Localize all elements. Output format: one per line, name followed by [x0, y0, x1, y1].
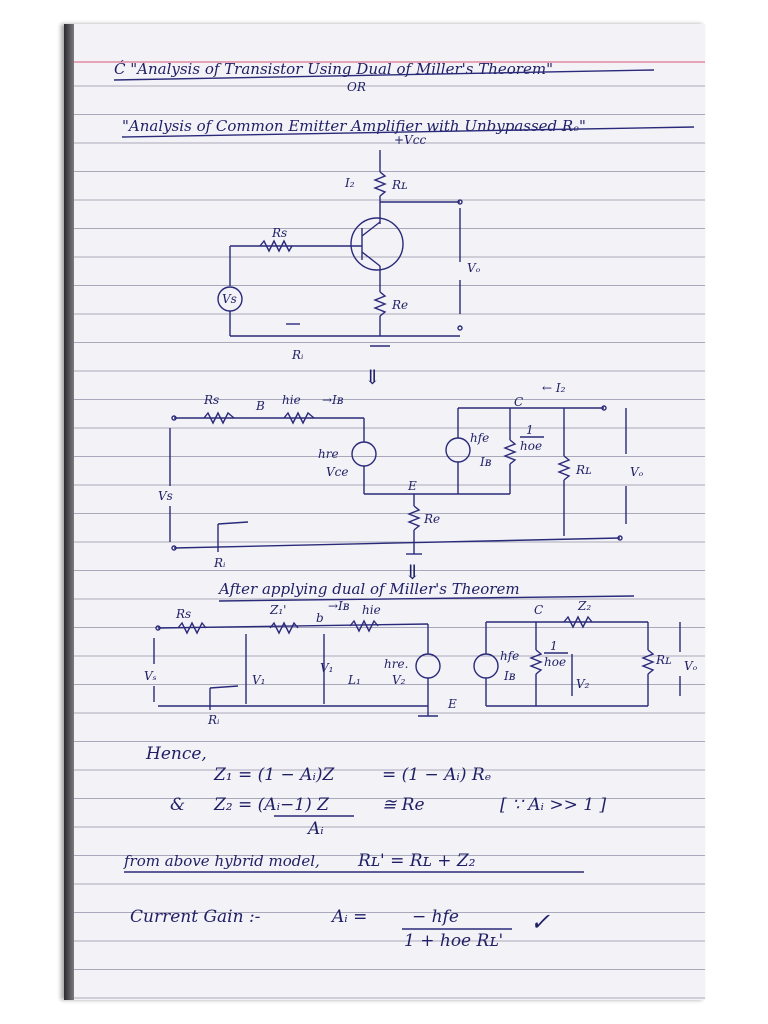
resistor-z2 [563, 615, 593, 629]
from-line: from above hybrid model, [123, 852, 320, 870]
or-text: OR [347, 80, 366, 94]
rl2-label: Rʟ [575, 463, 592, 477]
b3-label: b [316, 611, 324, 625]
e-label: E [407, 479, 417, 493]
hfe3-label: hfe [500, 649, 519, 663]
rl-prime-eq: Rʟ' = Rʟ + Z₂ [357, 851, 476, 871]
source-hre-vce [351, 441, 377, 467]
eq1-right: = (1 − Aᵢ) Rₑ [382, 765, 491, 785]
v1b-label: V₁ [320, 661, 333, 675]
notebook-page: Ć "Analysis of Transistor Using Dual of … [64, 24, 705, 1000]
gain-denominator: 1 + hoe Rʟ' [404, 931, 503, 951]
resistor-rs-3 [177, 621, 207, 635]
z2-label: Z₂ [577, 599, 591, 613]
vo-label: Vₒ [467, 261, 481, 275]
eq1-left: Z₁ = (1 − Aᵢ)Z [213, 765, 336, 785]
resistor-rl [373, 171, 387, 197]
i2-label: I₂ [344, 176, 355, 190]
ruled-lines [74, 61, 705, 999]
hoe3-denominator: hoe [544, 655, 566, 669]
vo2-label: Vₒ [630, 465, 644, 479]
ri2-label: Rᵢ [213, 556, 226, 570]
vcc-label: +Vcc [394, 133, 426, 147]
vs3-label: Vₛ [144, 669, 157, 683]
rl-label: Rʟ [391, 178, 408, 192]
circuit-2-hybrid-model: Rs B hie →Iʙ hre Vce C ← I₂ hfe Iʙ 1 hoe [158, 381, 644, 584]
hoe-denominator: hoe [520, 439, 542, 453]
transistor-symbol [350, 217, 404, 271]
hre-label: hre [318, 447, 339, 461]
c-label: C [514, 395, 523, 409]
down-arrow-1: ⇓ [364, 365, 381, 389]
ib2-label: Iʙ [479, 455, 492, 469]
check-mark: ✓ [530, 908, 550, 936]
hie-label: hie [282, 393, 301, 407]
circuit-3-dual-miller: Rs Z₁' b →Iʙ hie hre. V₂ V₁ L₁ V₁ Vₛ Rᵢ [144, 599, 698, 727]
resistor-hie [283, 411, 315, 425]
circuit-1-ce-amplifier: +Vcc I₂ Rʟ Rs Vs Re Vₒ [217, 133, 481, 389]
source-hre-v2 [415, 653, 441, 679]
rl3-label: Rʟ [655, 653, 672, 667]
c3-label: C [534, 603, 543, 617]
b-label: B [255, 399, 265, 413]
ib-label: →Iʙ [322, 393, 344, 407]
hoe-numerator: 1 [526, 423, 534, 437]
ri3-label: Rᵢ [207, 713, 220, 727]
resistor-re [373, 291, 387, 317]
dual-heading-underline [218, 595, 635, 602]
hre3-label: hre. [384, 657, 408, 671]
resistor-hie-3 [349, 619, 379, 633]
eq2-left: Z₂ = (Aᵢ−1) Z [213, 795, 330, 815]
vs-label: Vs [222, 292, 237, 306]
hence-text: Hence, [145, 744, 207, 764]
re-label: Re [391, 298, 408, 312]
eq2-denominator: Aᵢ [306, 819, 324, 839]
eq2-note: [ ∵ Aᵢ >> 1 ] [500, 795, 606, 815]
hfe-label: hfe [470, 431, 489, 445]
resistor-rl-3 [641, 649, 655, 675]
resistor-z1 [269, 621, 299, 635]
v2-label: V₂ [392, 673, 406, 687]
ib3b-label: Iʙ [503, 669, 516, 683]
page-content: Ć "Analysis of Transistor Using Dual of … [113, 60, 698, 951]
subtitle-underline [121, 126, 695, 138]
rs2-label: Rs [203, 393, 219, 407]
i2-label-2: ← I₂ [542, 381, 566, 395]
rs-label: Rs [271, 226, 287, 240]
resistor-rl-2 [557, 455, 571, 481]
vce-label: Vce [326, 465, 349, 479]
hie3-label: hie [362, 603, 381, 617]
resistor-rs [259, 239, 293, 253]
eq2-approx: ≅ Re [382, 795, 425, 815]
vs2-label: Vs [158, 489, 173, 503]
hoe3-numerator: 1 [550, 639, 558, 653]
rs3-label: Rs [175, 607, 191, 621]
ri-label: Rᵢ [291, 348, 304, 362]
resistor-rs-2 [203, 411, 235, 425]
dual-heading: After applying dual of Miller's Theorem [217, 580, 520, 598]
gain-numerator: − hfe [412, 907, 459, 927]
resistor-hoe [503, 439, 517, 465]
eq2-prefix: & [170, 795, 185, 815]
notebook-spine [64, 24, 74, 1000]
gain-lhs: Aᵢ = [330, 907, 367, 927]
vl2-label: V₂ [576, 677, 590, 691]
vo3-label: Vₒ [684, 659, 698, 673]
source-hfe-ib-3 [473, 653, 499, 679]
gain-label: Current Gain :- [130, 907, 261, 927]
source-hfe-ib [445, 437, 471, 463]
e3-label: E [447, 697, 457, 711]
title-underline [113, 69, 655, 81]
z1-label: Z₁' [269, 603, 286, 617]
resistor-re-2 [407, 505, 421, 531]
resistor-hoe-3 [529, 649, 543, 675]
l1-label: L₁ [347, 673, 361, 687]
v1-label: V₁ [252, 673, 265, 687]
ib3-label: →Iʙ [328, 599, 350, 613]
re2-label: Re [423, 512, 440, 526]
down-arrow-2: ⇓ [404, 560, 421, 584]
